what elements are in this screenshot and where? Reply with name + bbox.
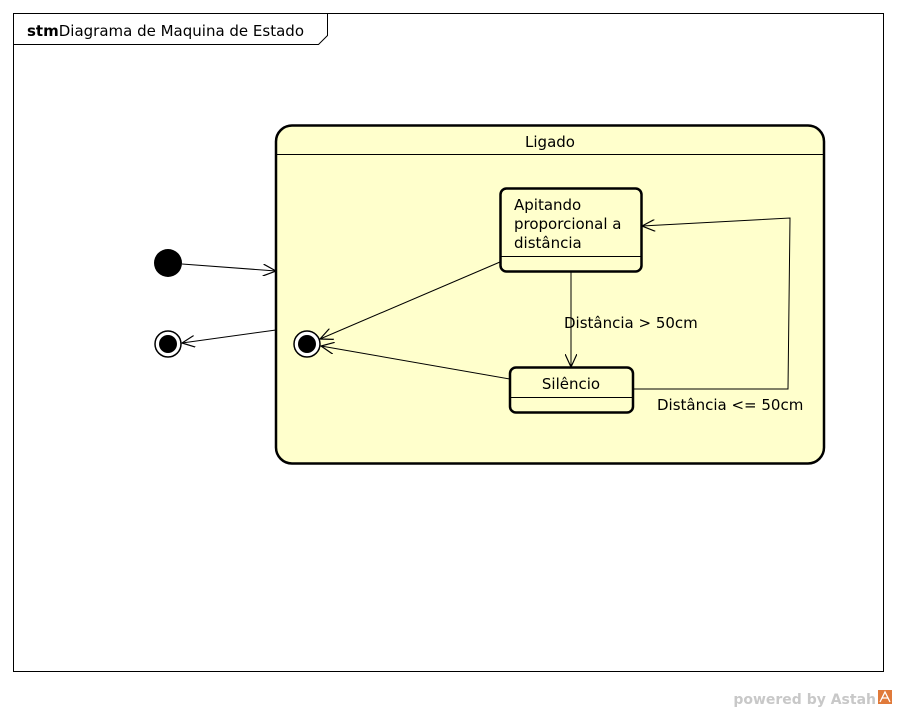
watermark-text: powered by Astah [733,692,876,708]
frame-keyword: stm [27,22,59,40]
composite-state-name: Ligado [525,133,575,151]
frame-name: Diagrama de Maquina de Estado [59,22,304,40]
transition-initial-to-ligado[interactable] [181,263,276,271]
frame-title: stmDiagrama de Maquina de Estado [27,22,304,40]
transition-label-to-apitando: Distância <= 50cm [657,396,803,414]
state-silencio-name: Silêncio [542,375,600,393]
transition-silencio-to-final[interactable] [321,346,511,380]
transition-ligado-to-final[interactable] [182,329,277,343]
composite-state-ligado[interactable] [274,124,826,465]
transition-silencio-to-apitando[interactable] [633,217,791,390]
state-apitando-name: Apitando proporcional a distância [514,196,626,252]
final-node-inner-core [298,335,316,353]
transition-label-to-silencio: Distância > 50cm [564,314,698,332]
initial-node[interactable] [154,249,182,277]
final-node-outer-core [159,335,177,353]
astah-logo-icon [878,690,892,704]
frame-tab [13,13,328,45]
transition-apitando-to-final[interactable] [320,261,501,339]
